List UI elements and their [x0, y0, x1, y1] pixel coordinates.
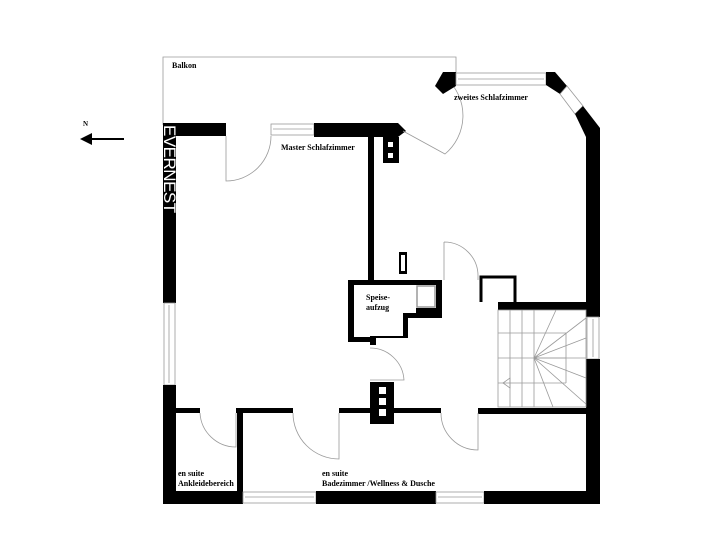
staircase [497, 309, 587, 408]
label-balkon: Balkon [172, 61, 197, 70]
wall-right-lower [586, 359, 600, 504]
label-zweites: zweites Schlafzimmer [454, 93, 528, 102]
wall-divider [237, 413, 243, 491]
door-ankleide [199, 412, 237, 448]
chimney-top [383, 137, 399, 163]
window-master [270, 123, 315, 136]
label-ankleide-2: Ankleidebereich [178, 479, 234, 488]
wall-zweites-diagonal-lower [575, 106, 600, 137]
balcony-outline [162, 56, 457, 125]
door-bad-2 [440, 412, 479, 451]
door-master [225, 135, 272, 182]
wall-top-left [176, 123, 226, 136]
wall-right-upper [586, 137, 600, 317]
wall-zweites-left-corner [435, 72, 456, 94]
door-zweites [402, 78, 464, 155]
label-ankleide-1: en suite [178, 469, 204, 478]
door-bad [292, 412, 340, 460]
north-label: N [83, 120, 88, 128]
wall-h-2 [236, 408, 293, 413]
closet-wall [479, 275, 517, 302]
wall-left-lower [163, 385, 176, 504]
dumbwaiter-shaft [416, 285, 436, 308]
label-bad-1: en suite [322, 469, 348, 478]
wall-bottom-3 [484, 491, 600, 504]
wall-zweites-right-corner [546, 72, 567, 94]
label-bad-2: Badezimmer /Wellness & Dusche [322, 479, 435, 488]
door-hall [369, 347, 405, 381]
label-speise-2: aufzug [366, 303, 389, 312]
label-speise-1: Speise- [366, 293, 390, 302]
wall-left-mid [163, 203, 176, 303]
wall-top-master [314, 123, 406, 137]
window-bottom-2 [435, 491, 485, 504]
wall-interior-vertical [368, 137, 374, 283]
window-bottom-1 [242, 491, 317, 504]
wall-h-1 [176, 408, 200, 413]
door-hall-right [443, 241, 479, 280]
label-master: Master Schlafzimmer [281, 143, 355, 152]
north-arrow-icon [80, 133, 124, 145]
wall-stair-top [498, 302, 600, 310]
dumbwaiter-walls [348, 280, 442, 345]
wall-h-4 [478, 408, 586, 414]
window-left [163, 302, 176, 386]
wall-left-upper [163, 123, 176, 203]
wall-bottom-1 [163, 491, 243, 504]
brand-logo: EVERNEST [160, 125, 179, 213]
wall-bottom-2 [316, 491, 436, 504]
